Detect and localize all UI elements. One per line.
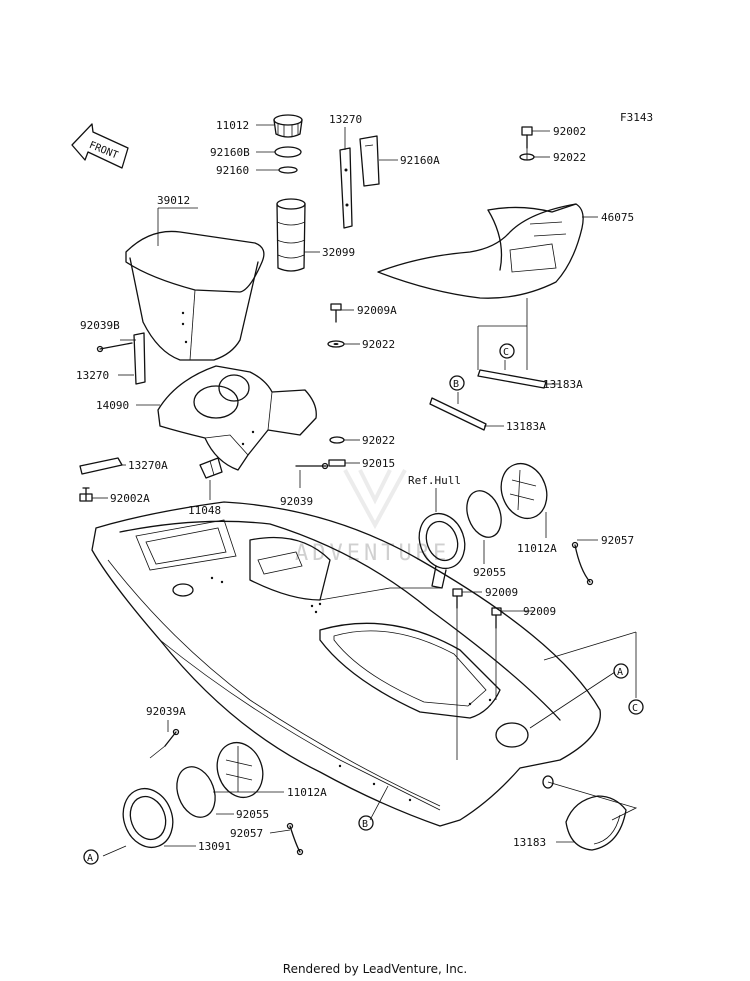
svg-text:C: C [503, 347, 509, 358]
front-direction-arrow: FRONT [71, 123, 129, 169]
bolt-92009-a [452, 588, 463, 609]
strap-13270-side [133, 332, 146, 385]
label-92055-l: 92055 [236, 808, 269, 821]
label-92039: 92039 [280, 495, 313, 508]
label-13270A: 13270A [128, 459, 168, 472]
leader-lines [92, 124, 638, 857]
washer-92022-a [327, 340, 345, 348]
filler-neck-32099 [276, 198, 306, 272]
label-32099: 32099 [322, 246, 355, 259]
strap-13270-top [339, 147, 353, 229]
bolt-92009A [330, 303, 342, 323]
label-92039B: 92039B [80, 319, 120, 332]
cover-11012A-l [216, 741, 264, 799]
label-11012: 11012 [216, 119, 249, 132]
label-13183A-a: 13183A [543, 378, 583, 391]
figure-code: F3143 [620, 111, 653, 124]
label-92160A: 92160A [400, 154, 440, 167]
gasket-92160B [274, 146, 302, 158]
pin-92039A [164, 728, 180, 747]
watermark-text: ADVENTURE [295, 541, 450, 566]
seat-46075 [377, 203, 584, 299]
label-13270-side: 13270 [76, 369, 109, 382]
label-11012A-l: 11012A [287, 786, 327, 799]
callout-b-hull: B [358, 815, 374, 831]
hull [91, 501, 601, 827]
label-14090: 14090 [96, 399, 129, 412]
callout-a-bottom-left: A [83, 849, 99, 865]
strap-92057-l [286, 822, 304, 856]
nut-92015 [328, 459, 346, 467]
label-92057-l: 92057 [230, 827, 263, 840]
bolt-92002A [79, 487, 93, 502]
svg-text:B: B [362, 819, 368, 830]
ring-13183 [565, 795, 627, 851]
bracket-13183A-a [477, 369, 547, 389]
label-92160B: 92160B [210, 146, 250, 159]
svg-text:A: A [87, 853, 93, 864]
bracket-13183A-b [429, 397, 487, 431]
label-92022-a: 92022 [362, 338, 395, 351]
part-labels: 11012 13270 92160B 92160A 92160 39012 32… [76, 113, 634, 853]
label-11048: 11048 [188, 504, 221, 517]
label-13183: 13183 [513, 836, 546, 849]
callout-c-right: C [628, 699, 644, 715]
label-92009-a: 92009 [485, 586, 518, 599]
pin-92039B [96, 342, 133, 353]
front-label: FRONT [87, 140, 119, 161]
footer-credit: Rendered by LeadVenture, Inc. [282, 962, 468, 976]
cover-11012A-r [500, 462, 548, 520]
pin-92039 [295, 462, 329, 470]
cover-14090 [157, 365, 317, 471]
label-92022-b: 92022 [362, 434, 395, 447]
o-ring-92055-r [466, 490, 502, 538]
ring-13091 [122, 787, 174, 849]
label-13091: 13091 [198, 840, 231, 853]
label-ref-hull: Ref.Hull [408, 474, 461, 487]
label-92002A: 92002A [110, 492, 150, 505]
ring-ref-hull [418, 512, 466, 589]
label-13270-top: 13270 [329, 113, 362, 126]
label-92057-r: 92057 [601, 534, 634, 547]
pad-92160A [359, 135, 380, 187]
washer-92022-b [329, 436, 345, 444]
label-92009A: 92009A [357, 304, 397, 317]
watermark: ADVENTURE [295, 469, 450, 566]
bolt-92002 [521, 126, 533, 149]
label-92160: 92160 [216, 164, 249, 177]
label-92009-b: 92009 [523, 605, 556, 618]
bolt-92009-b [491, 607, 502, 629]
callout-c-bracket: C [499, 343, 515, 359]
label-13183A-b: 13183A [506, 420, 546, 433]
storage-bucket-39012 [125, 230, 265, 361]
o-ring-92055-l [176, 766, 216, 818]
strap-92057-r [571, 541, 594, 586]
label-11012A-r: 11012A [517, 542, 557, 555]
label-92002: 92002 [553, 125, 586, 138]
label-92022-c: 92022 [553, 151, 586, 164]
callout-b-bracket: B [449, 375, 465, 391]
svg-text:A: A [617, 667, 623, 678]
label-39012: 39012 [157, 194, 190, 207]
o-ring-92160 [278, 166, 298, 174]
strap-13270A [79, 457, 123, 475]
clip-11048 [199, 457, 223, 479]
svg-text:B: B [453, 379, 459, 390]
filler-cap-11012 [273, 114, 303, 138]
label-92015: 92015 [362, 457, 395, 470]
label-46075: 46075 [601, 211, 634, 224]
label-92055-r: 92055 [473, 566, 506, 579]
callout-a-right: A [613, 663, 629, 679]
svg-text:C: C [632, 703, 638, 714]
label-92039A: 92039A [146, 705, 186, 718]
